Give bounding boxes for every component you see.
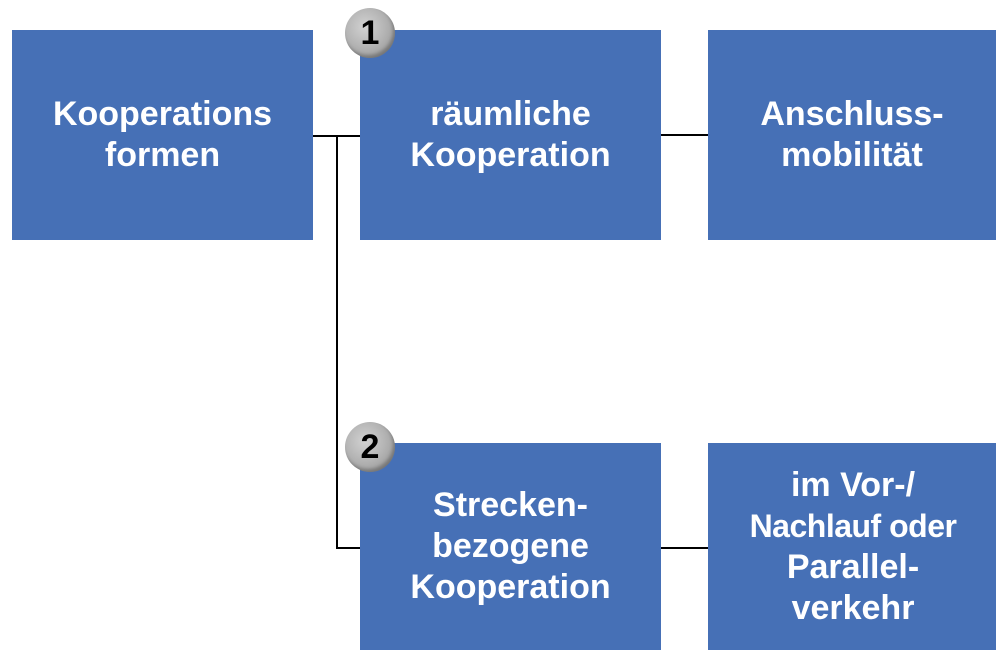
branch1-child-label: Anschluss- mobilität bbox=[760, 94, 943, 176]
root-box: Kooperations formen bbox=[12, 30, 313, 240]
connector-vertical-trunk bbox=[336, 135, 338, 549]
root-label-line-1: Kooperations bbox=[52, 95, 273, 133]
branch1-box: räumliche Kooperation bbox=[360, 30, 661, 240]
connector-branch1-to-child bbox=[661, 134, 708, 136]
connector-trunk-to-branch2 bbox=[336, 547, 360, 549]
branch2-child-label: im Vor-/ Nachlauf oder Parallel- verkehr bbox=[718, 465, 988, 629]
branch1-label: räumliche Kooperation bbox=[410, 94, 610, 176]
branch1-child-label-line-1: Anschluss- bbox=[760, 95, 944, 133]
connector-branch2-to-child bbox=[661, 547, 709, 549]
branch2-box: Strecken- bezogene Kooperation bbox=[360, 443, 661, 650]
branch1-label-line-2: Kooperation bbox=[410, 136, 611, 174]
branch2-label-line-2: bezogene bbox=[432, 527, 589, 565]
branch2-label: Strecken- bezogene Kooperation bbox=[410, 485, 610, 608]
branch2-label-line-3: Kooperation bbox=[410, 568, 611, 606]
branch2-child-box: im Vor-/ Nachlauf oder Parallel- verkehr bbox=[708, 443, 996, 650]
branch2-label-line-1: Strecken- bbox=[433, 486, 588, 524]
branch1-child-label-line-2: mobilität bbox=[781, 136, 923, 174]
branch2-child-label-line-3: Parallel- bbox=[786, 547, 920, 586]
branch2-child-label-line-4: verkehr bbox=[791, 588, 915, 627]
branch2-child-label-line-1: im Vor-/ bbox=[790, 465, 916, 504]
root-label-line-2: formen bbox=[104, 136, 221, 174]
root-label: Kooperations formen bbox=[53, 94, 272, 176]
branch2-child-label-line-2: Nachlauf oder bbox=[749, 507, 957, 544]
branch1-child-box: Anschluss- mobilität bbox=[708, 30, 996, 240]
branch2-number-badge: 2 bbox=[345, 422, 395, 472]
branch1-label-line-1: räumliche bbox=[430, 95, 591, 133]
branch1-number-badge: 1 bbox=[345, 8, 395, 58]
